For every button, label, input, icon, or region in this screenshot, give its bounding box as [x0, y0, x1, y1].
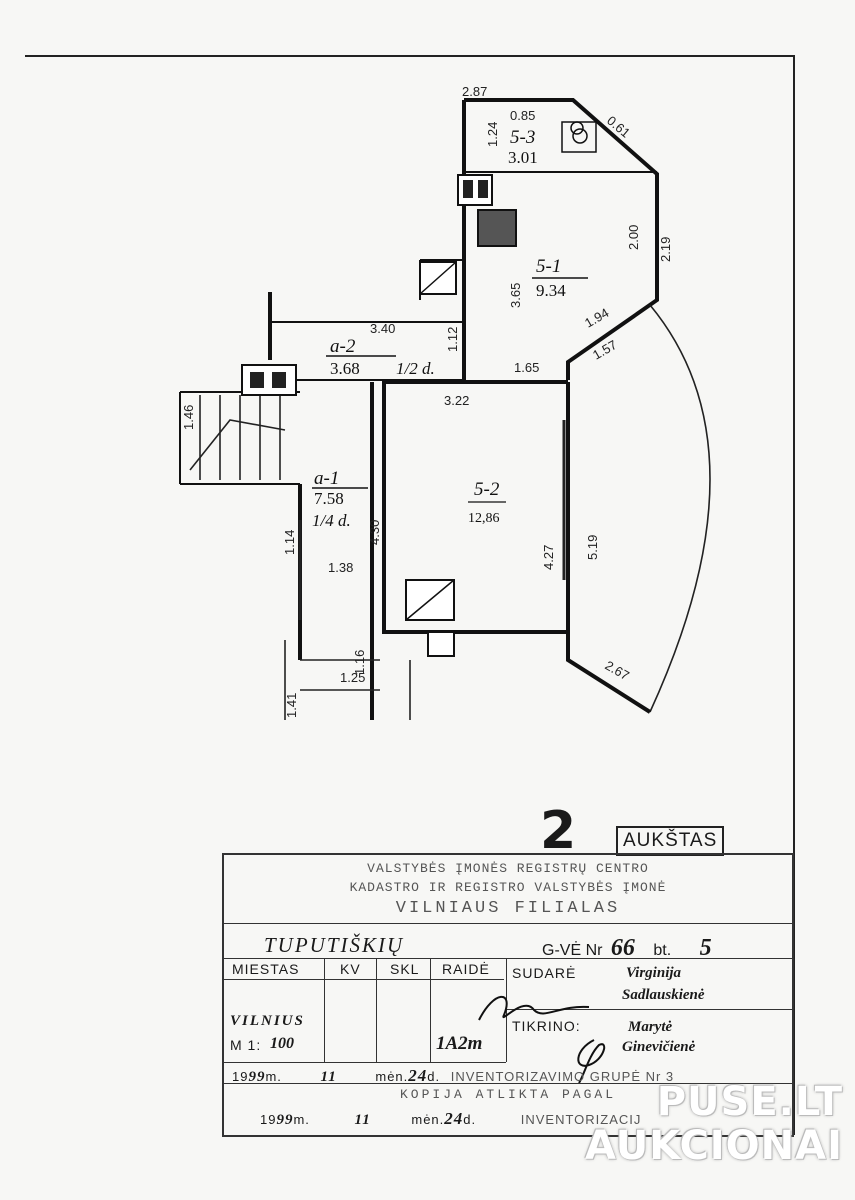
dimension-label: 2.67 — [603, 658, 632, 684]
staircase — [189, 395, 286, 480]
drawn-by-last: Sadlauskienė — [622, 987, 705, 1003]
dimension-label: 4.30 — [367, 520, 382, 545]
flat-label: bt. — [653, 942, 672, 959]
room-a-2-area: 3.68 — [330, 359, 360, 378]
flat-number: 5 — [699, 935, 712, 961]
room-a-1-area: 7.58 — [314, 489, 344, 508]
dimension-label: 0.61 — [604, 113, 633, 141]
room-a-2-id: a-2 — [330, 336, 356, 357]
stamp-header-line: VILNIAUS FILIALAS — [395, 899, 621, 918]
date-line-2: 1999m. 11 mėn.24d. INVENTORIZACIJ — [260, 1109, 642, 1128]
header-skl: SKL — [390, 961, 420, 977]
dimension-label: 1.24 — [485, 122, 500, 147]
dimension-label: 1.57 — [590, 337, 619, 363]
dimension-label: 1.12 — [445, 327, 460, 352]
room-5-1-id: 5-1 — [536, 256, 561, 277]
signature-2 — [577, 1039, 606, 1084]
dimension-label: 3.22 — [444, 393, 469, 408]
room-a-1-id: a-1 — [314, 468, 339, 489]
checked-label: TIKRINO: — [512, 1018, 581, 1034]
floor-label: AUKŠTAS — [616, 826, 725, 856]
street-name: TUPUTIŠKIŲ — [264, 933, 405, 957]
date-line-1: 1999m. 11 mėn.24d. INVENTORIZAVIMO GRUPĖ… — [232, 1066, 675, 1085]
house-number: 66 — [610, 935, 635, 961]
room-a-1-share: 1/4 d. — [312, 511, 351, 530]
dimension-label: 1.46 — [181, 405, 196, 430]
dimension-label: 1.41 — [284, 693, 299, 718]
room-5-2-id: 5-2 — [474, 479, 500, 500]
room-5-3-area: 3.01 — [508, 148, 538, 167]
frame-right-line — [793, 55, 795, 1135]
fixtures — [241, 121, 597, 657]
title-block: VALSTYBĖS ĮMONĖS REGISTRŲ CENTRO KADASTR… — [222, 853, 794, 1137]
stamp-header-line: VALSTYBĖS ĮMONĖS REGISTRŲ CENTRO — [367, 861, 649, 876]
house-label: G-VĖ Nr — [542, 942, 603, 959]
watermark: PUSE.LT AUKCIONAI — [585, 1080, 843, 1168]
header-city: MIESTAS — [232, 961, 300, 977]
dimension-label: 0.85 — [510, 108, 535, 123]
header-letter: RAIDĖ — [442, 961, 490, 977]
dimension-label: 3.65 — [508, 283, 523, 308]
dimension-label: 1.65 — [514, 360, 539, 375]
checked-by-first: Marytė — [628, 1019, 673, 1035]
header-kv: KV — [340, 961, 361, 977]
drawn-by-first: Virginija — [626, 965, 682, 981]
watermark-line-2: AUKCIONAI — [585, 1123, 843, 1169]
dimension-label: 1.16 — [352, 650, 367, 675]
dimension-label: 1.38 — [328, 560, 353, 575]
dimension-label: 2.00 — [626, 225, 641, 250]
city-value: VILNIUS — [230, 1013, 305, 1029]
dimension-label: 2.19 — [658, 237, 673, 262]
dimension-label: 5.19 — [585, 535, 600, 560]
dimension-label: 1.14 — [282, 530, 297, 555]
room-labels: 5-3 3.01 5-1 9.34 a-2 3.68 1/2 d. a-1 7.… — [312, 127, 588, 530]
walls — [179, 98, 711, 720]
letter-value: 1A2m — [436, 1033, 483, 1054]
drawn-label: SUDARĖ — [512, 965, 577, 981]
dimension-label: 2.87 — [462, 84, 487, 99]
checked-by-last: Ginevičienė — [622, 1039, 696, 1055]
dimension-label: 1.25 — [340, 670, 365, 685]
stamp-header-line: KADASTRO IR REGISTRO VALSTYBĖS ĮMONĖ — [349, 880, 667, 895]
dimension-labels: 2.87 1.24 0.85 0.61 2.00 2.19 3.65 1.94 … — [181, 84, 673, 718]
room-5-2-area: 12,86 — [468, 511, 500, 526]
floor-number: 2 — [540, 801, 576, 861]
floor-plan: 2.87 1.24 0.85 0.61 2.00 2.19 3.65 1.94 … — [179, 84, 711, 720]
scale-label: M 1: — [230, 1037, 262, 1053]
room-5-1-area: 9.34 — [536, 281, 566, 300]
frame-top-line — [25, 55, 795, 57]
room-a-2-share: 1/2 d. — [396, 359, 435, 378]
scale-value: 100 — [270, 1035, 294, 1052]
dimension-label: 1.94 — [582, 305, 611, 331]
watermark-line-1: PUSE.LT — [656, 1079, 843, 1125]
house-address: G-VĖ Nr 66 bt. 5 — [542, 935, 712, 962]
dimension-label: 4.27 — [541, 545, 556, 570]
copy-line: KOPIJA ATLIKTA PAGAL — [399, 1087, 617, 1102]
signature-1 — [478, 995, 590, 1021]
dimension-label: 3.40 — [370, 321, 395, 336]
room-5-3-id: 5-3 — [510, 127, 535, 148]
